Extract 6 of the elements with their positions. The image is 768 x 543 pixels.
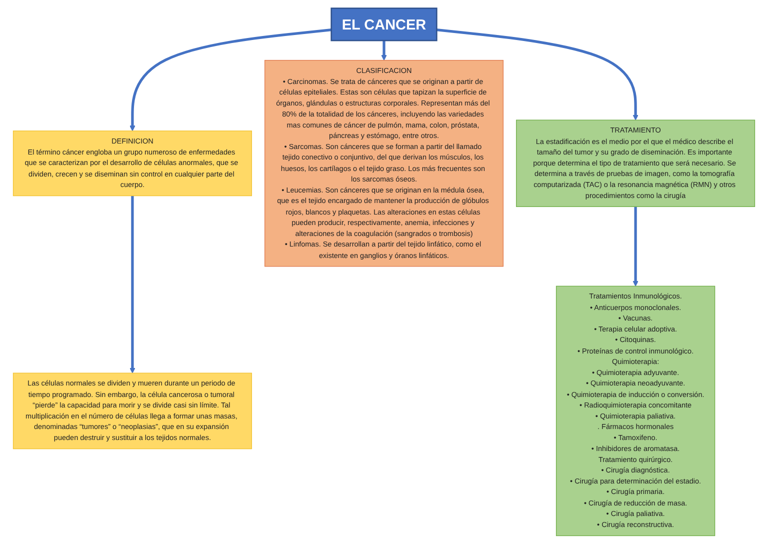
arrow (130, 195, 136, 373)
arrow (632, 206, 638, 286)
arrow (130, 28, 332, 131)
arrow (436, 28, 638, 120)
arrow (381, 40, 387, 60)
node-box: EL CANCER (330, 7, 438, 41)
